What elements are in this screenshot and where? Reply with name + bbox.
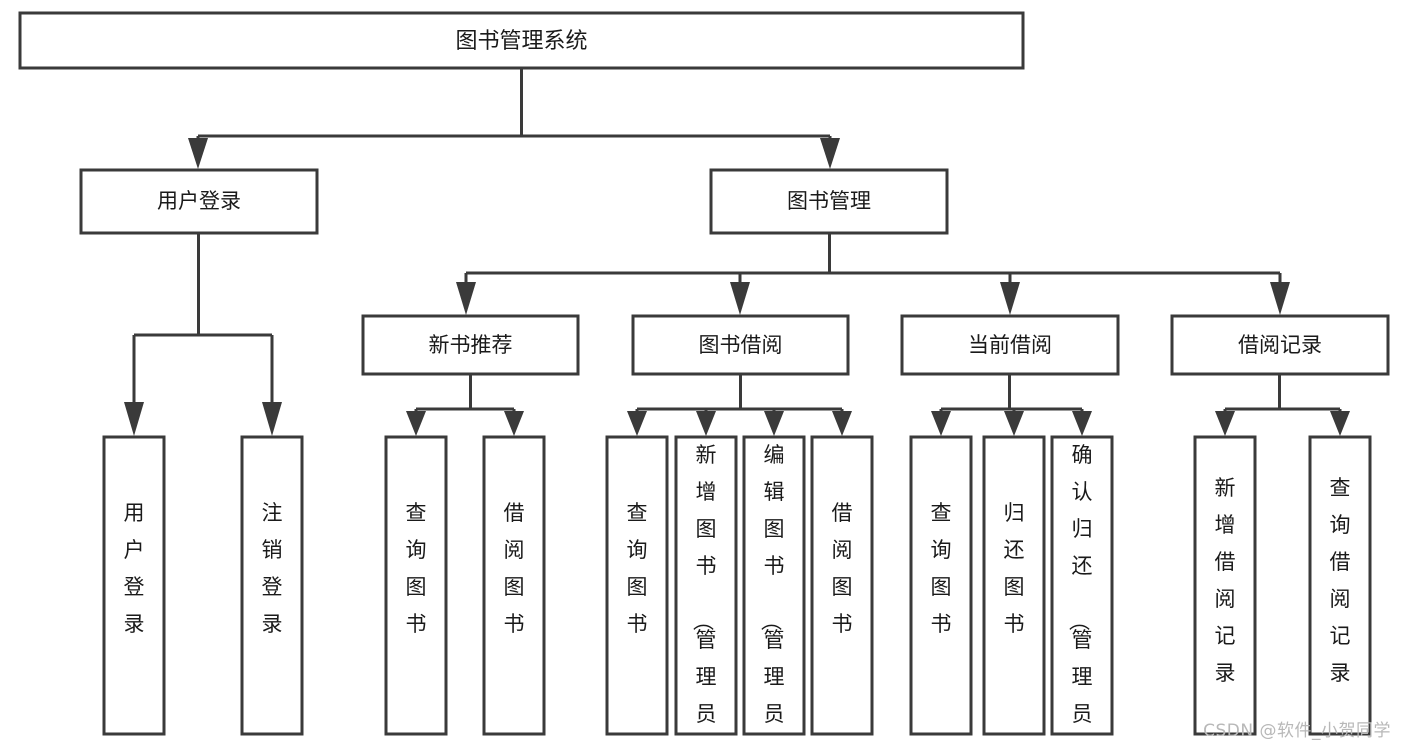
arrow-head-leaf-query-record [1330, 411, 1350, 436]
node-leaf-query-record-box[interactable] [1308, 435, 1372, 736]
node-root-box[interactable] [18, 11, 1025, 70]
node-leaf-query-book-1[interactable]: 查询图书 [384, 435, 448, 736]
node-leaf-user-login-box[interactable] [102, 435, 166, 736]
node-user-login-box[interactable] [79, 168, 319, 235]
node-leaf-confirm-return[interactable]: 确认归还（管理员） [1050, 435, 1114, 747]
node-book-borrow-box[interactable] [631, 314, 850, 376]
node-leaf-borrow-book-1-box[interactable] [482, 435, 546, 736]
node-leaf-confirm-return-label: 确认归还（管理员） [1067, 443, 1093, 747]
node-leaf-query-book-2-box[interactable] [605, 435, 669, 736]
node-leaf-query-book-2[interactable]: 查询图书 [605, 435, 669, 736]
node-book-borrow[interactable]: 图书借阅 [631, 314, 850, 376]
arrow-head-borrow-record [1270, 282, 1290, 315]
node-leaf-logout-box[interactable] [240, 435, 304, 736]
arrow-head-leaf-logout [262, 402, 282, 436]
node-book-borrow-label: 图书借阅 [699, 333, 783, 357]
node-leaf-add-book[interactable]: 新增图书（管理员） [674, 435, 738, 747]
node-leaf-borrow-book-2[interactable]: 借阅图书 [810, 435, 874, 736]
connector-group-borrow-record-children [1215, 374, 1350, 436]
node-borrow-record[interactable]: 借阅记录 [1170, 314, 1390, 376]
node-leaf-user-login[interactable]: 用户登录 [102, 435, 166, 736]
arrow-head-current-borrow [1000, 282, 1020, 315]
csdn-watermark: CSDN @软件_小贺同学 [1203, 721, 1391, 741]
node-leaf-return-book-label: 归还图书 [1004, 501, 1025, 636]
node-book-management-label: 图书管理 [787, 189, 871, 213]
connector-group-book-management-children [456, 233, 1290, 315]
node-leaf-logout[interactable]: 注销登录 [240, 435, 304, 736]
node-leaf-borrow-book-2-label: 借阅图书 [832, 501, 853, 636]
node-current-borrow-label: 当前借阅 [968, 333, 1052, 357]
node-leaf-return-book[interactable]: 归还图书 [982, 435, 1046, 736]
node-leaf-add-record-box[interactable] [1193, 435, 1257, 736]
node-user-login[interactable]: 用户登录 [79, 168, 319, 235]
arrow-head-leaf-query-book-1 [406, 411, 426, 436]
node-leaf-edit-book[interactable]: 编辑图书（管理员） [742, 435, 806, 747]
node-leaf-query-record-label: 查询借阅记录 [1330, 476, 1351, 685]
arrow-head-leaf-query-book-2 [627, 411, 647, 436]
leaf-nodes-group: 用户登录 注销登录 查询图书 借阅图书 查询图书 新增图书（管理员） [102, 435, 1372, 747]
node-new-book-recommend-box[interactable] [361, 314, 580, 376]
arrow-head-leaf-query-book-3 [931, 411, 951, 436]
node-book-management[interactable]: 图书管理 [709, 168, 949, 235]
node-leaf-borrow-book-2-box[interactable] [810, 435, 874, 736]
node-leaf-query-book-3-label: 查询图书 [931, 501, 952, 636]
connector-group-user-login-children [124, 233, 282, 436]
arrow-head-leaf-add-record [1215, 411, 1235, 436]
node-leaf-query-record[interactable]: 查询借阅记录 [1308, 435, 1372, 736]
node-leaf-query-book-2-label: 查询图书 [627, 501, 648, 636]
node-current-borrow-box[interactable] [900, 314, 1120, 376]
arrow-head-leaf-add-book [696, 411, 716, 436]
node-leaf-logout-label: 注销登录 [262, 501, 283, 636]
node-root[interactable]: 图书管理系统 [18, 11, 1025, 70]
node-current-borrow[interactable]: 当前借阅 [900, 314, 1120, 376]
arrow-head-leaf-borrow-book-2 [832, 411, 852, 436]
node-borrow-record-box[interactable] [1170, 314, 1390, 376]
arrow-head-new-book-recommend [456, 282, 476, 315]
connector-group-current-borrow-children [931, 374, 1092, 436]
node-leaf-edit-book-box[interactable] [742, 435, 806, 736]
arrow-head-leaf-user-login [124, 402, 144, 436]
node-leaf-edit-book-label: 编辑图书（管理员） [759, 443, 785, 747]
arrow-head-leaf-borrow-book-1 [504, 411, 524, 436]
arrow-head-leaf-return-book [1004, 411, 1024, 436]
node-leaf-add-record-label: 新增借阅记录 [1215, 476, 1236, 685]
node-user-login-label: 用户登录 [157, 189, 241, 213]
arrow-head-leaf-confirm-return [1072, 411, 1092, 436]
connector-group-book-borrow-children [627, 374, 852, 436]
arrow-head-user-login [188, 138, 208, 169]
node-leaf-query-book-3-box[interactable] [909, 435, 973, 736]
node-leaf-borrow-book-1[interactable]: 借阅图书 [482, 435, 546, 736]
node-leaf-borrow-book-1-label: 借阅图书 [504, 501, 525, 636]
node-leaf-confirm-return-box[interactable] [1050, 435, 1114, 736]
node-leaf-add-book-label: 新增图书（管理员） [691, 443, 717, 747]
connector-group-root-to-level2 [188, 68, 840, 169]
node-leaf-return-book-box[interactable] [982, 435, 1046, 736]
node-new-book-recommend-label: 新书推荐 [429, 333, 513, 357]
arrow-head-leaf-edit-book [764, 411, 784, 436]
node-leaf-query-book-1-box[interactable] [384, 435, 448, 736]
node-leaf-add-book-box[interactable] [674, 435, 738, 736]
node-leaf-user-login-label: 用户登录 [124, 501, 145, 636]
node-new-book-recommend[interactable]: 新书推荐 [361, 314, 580, 376]
node-root-label: 图书管理系统 [455, 29, 587, 54]
arrow-head-book-borrow [730, 282, 750, 315]
arrow-head-book-management [820, 138, 840, 169]
node-book-management-box[interactable] [709, 168, 949, 235]
connector-group-new-book-recommend-children [406, 374, 524, 436]
node-leaf-add-record[interactable]: 新增借阅记录 [1193, 435, 1257, 736]
node-borrow-record-label: 借阅记录 [1238, 333, 1322, 357]
node-leaf-query-book-3[interactable]: 查询图书 [909, 435, 973, 736]
node-leaf-query-book-1-label: 查询图书 [406, 501, 427, 636]
